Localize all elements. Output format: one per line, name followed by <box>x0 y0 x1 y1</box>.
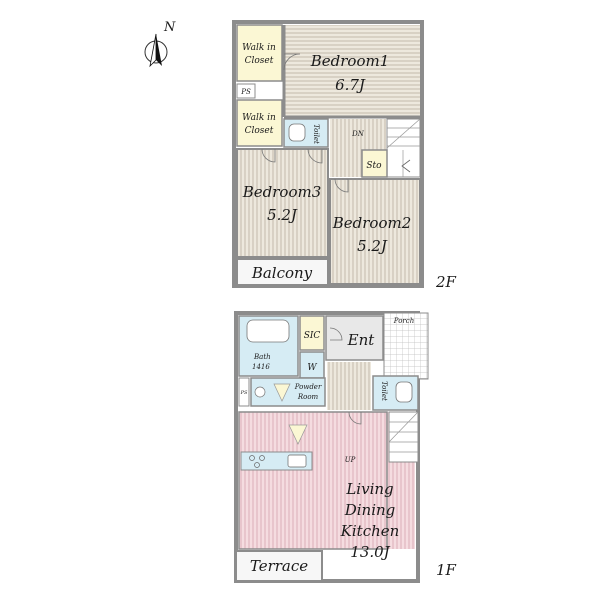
bathtub-icon <box>246 319 290 343</box>
north-arrow-icon: N <box>144 20 176 68</box>
compass-label: N <box>163 20 176 35</box>
ldk-door <box>348 411 362 425</box>
floor-2f: Bedroom1 6.7J Walk in Closet PS Walk in … <box>232 20 424 288</box>
kitchen-sink-icon <box>287 454 307 468</box>
ps-1f <box>238 377 250 407</box>
toilet-1f-fixture-icon <box>395 381 413 403</box>
shoe-in-closet <box>299 315 325 351</box>
ldk-line3: Kitchen <box>340 522 400 540</box>
bedroom2-door <box>334 178 349 193</box>
bedroom2-size: 5.2J <box>357 237 388 255</box>
wic-mid-line2: Closet <box>245 126 274 136</box>
bedroom2-label: Bedroom2 <box>332 214 412 232</box>
entrance <box>325 315 384 361</box>
sink-icon <box>254 386 266 398</box>
ldk-floor <box>239 412 415 549</box>
sic-label: SIC <box>304 331 321 341</box>
walk-in-closet-top <box>236 24 283 82</box>
storage-2f <box>361 149 388 178</box>
stairs-2f <box>386 118 421 178</box>
bedroom2-floor <box>329 178 421 285</box>
floor-1f: Porch Bath 1416 SIC Ent W PS Powder Room… <box>234 311 429 583</box>
ldk-line1: Living <box>345 480 393 498</box>
balcony-label: Balcony <box>251 264 313 282</box>
bedroom3-size: 5.2J <box>267 206 298 224</box>
ps-1f-label: PS <box>240 390 248 396</box>
bedroom1-size: 6.7J <box>335 76 366 94</box>
stairs-1f <box>388 411 419 463</box>
closet-door-2f <box>307 148 323 164</box>
wic-top-line1: Walk in <box>242 43 276 53</box>
porch <box>383 312 429 380</box>
ent-label: Ent <box>347 331 376 349</box>
stove-burner-icon <box>259 455 265 461</box>
toilet-2f-label: Toilet <box>312 124 320 144</box>
hall-1f <box>327 362 371 410</box>
bedroom1-door <box>283 53 301 71</box>
toilet-2f-fixture-icon <box>288 123 306 142</box>
ldk-size: 13.0J <box>350 543 390 561</box>
powder-line2: Room <box>297 393 319 401</box>
stove-burner-icon <box>249 455 255 461</box>
bedroom1-label: Bedroom1 <box>310 52 390 70</box>
powder-light-icon <box>273 383 291 402</box>
w-label: W <box>307 363 317 373</box>
bedroom3-label: Bedroom3 <box>242 183 322 201</box>
dn-label: DN <box>351 130 365 138</box>
floor1-label: 1F <box>436 561 457 579</box>
floor2-label: 2F <box>435 273 457 291</box>
porch-label: Porch <box>393 317 414 325</box>
walk-in-closet-mid <box>236 99 283 147</box>
stove-burner-icon <box>254 462 260 468</box>
bedroom3-door <box>261 148 276 163</box>
terrace-label: Terrace <box>250 557 308 575</box>
bath-line2: 1416 <box>252 363 270 371</box>
ps-2f-label: PS <box>240 88 251 96</box>
ldk-line2: Dining <box>344 501 396 519</box>
powder-line1: Powder <box>294 383 322 391</box>
wic-top-line2: Closet <box>245 56 274 66</box>
wic-mid-line1: Walk in <box>242 113 276 123</box>
terrace <box>235 550 323 582</box>
bedroom3-floor <box>236 148 329 258</box>
entrance-door <box>329 327 343 341</box>
up-label: UP <box>345 456 356 464</box>
sto-label: Sto <box>366 161 382 171</box>
bedroom1-floor <box>284 25 420 117</box>
toilet-1f-label: Toilet <box>380 381 388 401</box>
ldk-light-icon <box>288 424 308 445</box>
ps-2f <box>236 83 256 99</box>
bath-line1: Bath <box>253 353 271 361</box>
balcony <box>236 258 329 286</box>
